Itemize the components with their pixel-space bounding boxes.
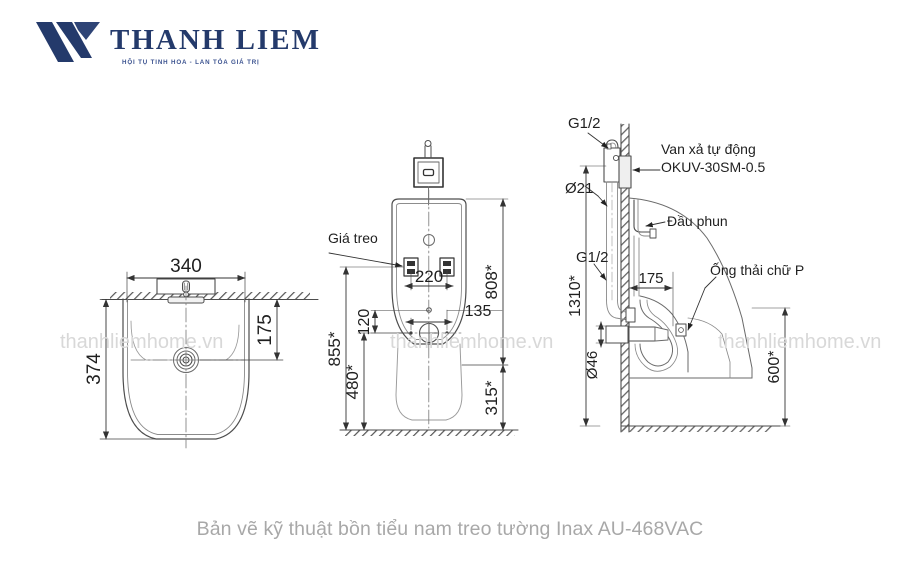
bowl-profile-mid	[687, 317, 731, 379]
dim-175-section: 175	[628, 270, 674, 327]
dim-label-808: 808*	[482, 264, 501, 299]
dim-340: 340	[126, 256, 246, 303]
dim-label-d46: Ø46	[584, 351, 601, 379]
dim-label-600: 600*	[766, 351, 783, 384]
label-g12-lower: G1/2	[576, 249, 609, 266]
side-bowl-outline	[391, 198, 467, 345]
dim-374: 374	[84, 299, 161, 440]
dim-175-front: 175	[199, 299, 284, 361]
label-ong-thai: Ống thải chữ P	[710, 261, 804, 278]
spray-head	[633, 199, 657, 239]
waste-pipe	[605, 325, 629, 344]
dim-label-480: 480*	[343, 364, 362, 399]
side-bowl-inner	[396, 203, 462, 340]
dim-label-135: 135	[465, 303, 492, 320]
logo-mark-icon	[36, 22, 100, 62]
annotation-flush-valve: Van xả tự động OKUV-30SM-0.5	[632, 141, 765, 175]
logo-wordmark: THANH LIEM	[110, 24, 321, 56]
dim-label-120: 120	[356, 309, 373, 336]
front-bowl-outline	[122, 298, 250, 440]
watermark: thanhliemhome.vn	[60, 331, 223, 353]
technical-drawing: 340 374 175	[60, 115, 881, 449]
valve-faceplate	[618, 155, 632, 189]
dim-600: 600*	[751, 307, 791, 427]
front-bowl-inner	[127, 298, 245, 435]
front-view: 340 374 175	[84, 256, 319, 449]
dim-1310: 1310*	[567, 165, 607, 427]
company-logo: THANH LIEM HỘI TỤ TINH HOA - LAN TỎA GIÁ…	[34, 16, 319, 78]
bowl-profile-upper	[628, 197, 743, 319]
side-view: Giá treo 220 135	[325, 140, 519, 436]
drawing-caption: Bản vẽ kỹ thuật bồn tiểu nam treo tường …	[196, 518, 704, 540]
section-view: G1/2 G1/2 Van xả tự động OKUV-30SM-0.5	[565, 115, 804, 433]
dim-label-175-section: 175	[638, 270, 663, 287]
dim-label-374: 374	[84, 353, 105, 385]
front-wall-hatch	[110, 292, 310, 299]
supply-inlet-lower	[606, 299, 636, 323]
dim-135: 135	[405, 303, 503, 331]
watermark: thanhliemhome.vn	[390, 331, 553, 353]
dim-220: 220	[404, 267, 454, 291]
dim-label-855: 855*	[325, 331, 344, 366]
side-floor-hatch	[345, 430, 515, 436]
section-floor-hatch	[621, 426, 773, 432]
dim-label-315: 315*	[482, 380, 501, 415]
sensor-flush-valve	[413, 140, 444, 206]
label-g12-top: G1/2	[568, 115, 601, 132]
dim-855: 855*	[325, 266, 405, 431]
section-wall-hatch	[621, 124, 629, 430]
p-trap	[628, 299, 687, 372]
dim-315: 315*	[461, 364, 509, 431]
annotation-gia-treo: Giá treo	[328, 230, 403, 268]
watermark-group: thanhliemhome.vn thanhliemhome.vn thanhl…	[60, 331, 881, 353]
watermark: thanhliemhome.vn	[718, 331, 881, 353]
dim-label-340: 340	[170, 256, 202, 277]
label-dau-phun: Đầu phun	[667, 213, 728, 229]
dim-label-220: 220	[415, 267, 443, 286]
dim-label-1310: 1310*	[567, 275, 584, 317]
bowl-profile-inner	[639, 295, 689, 373]
annotation-dau-phun: Đầu phun	[645, 213, 728, 229]
annotation-g12-top: G1/2	[568, 115, 609, 149]
dim-label-175-front: 175	[255, 314, 276, 346]
logo-tagline: HỘI TỤ TINH HOA - LAN TỎA GIÁ TRỊ	[122, 59, 260, 66]
label-gia-treo: Giá treo	[328, 230, 378, 246]
annotation-ong-thai: Ống thải chữ P	[687, 261, 804, 331]
label-flush-valve-line1: Van xả tự động	[661, 141, 756, 157]
label-flush-valve-model: OKUV-30SM-0.5	[661, 159, 765, 175]
dim-480: 480*	[343, 332, 413, 431]
label-d21: Ø21	[565, 180, 593, 197]
dim-d46: Ø46	[584, 321, 611, 379]
